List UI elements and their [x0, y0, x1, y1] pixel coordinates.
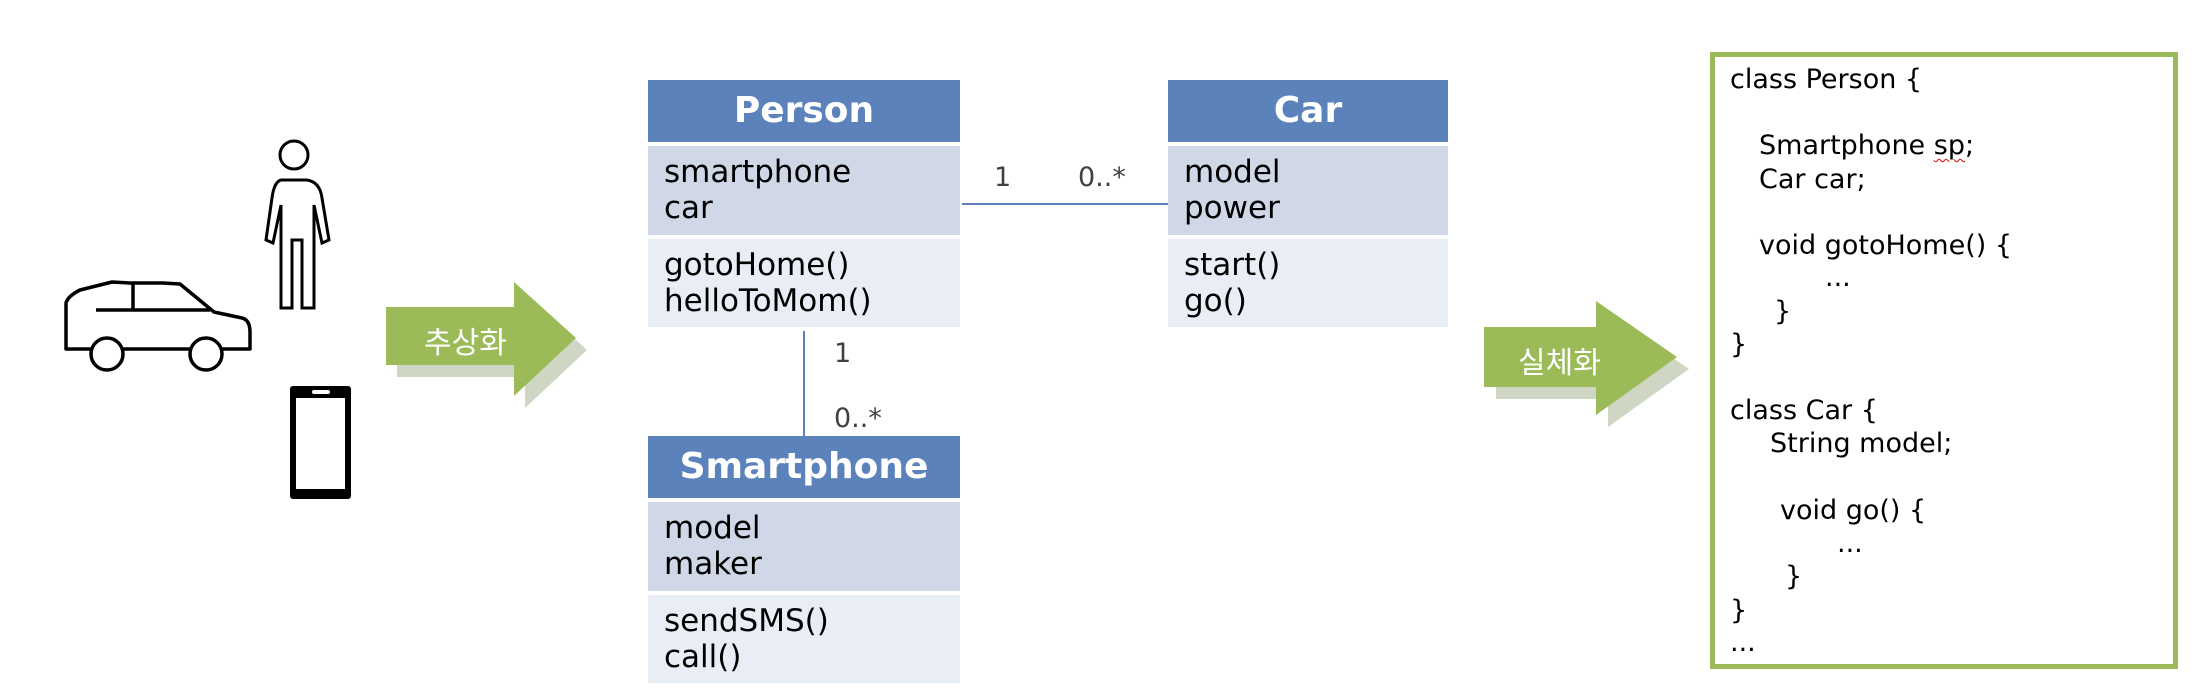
- realization-label: 실체화: [1518, 346, 1601, 381]
- attribute: smartphone: [664, 154, 852, 190]
- code-line: }: [1730, 595, 1748, 626]
- code-line: }: [1730, 329, 1748, 360]
- class-car: Car model power start() go(): [1168, 80, 1448, 327]
- class-car-attributes: model power: [1168, 146, 1448, 235]
- attribute: model: [1184, 154, 1281, 190]
- attribute: power: [1184, 190, 1280, 226]
- class-person-name: Person: [648, 80, 960, 142]
- class-smartphone-attributes: model maker: [648, 502, 960, 591]
- code-line: ...: [1825, 262, 1851, 293]
- operation: sendSMS(): [664, 603, 829, 639]
- attribute: car: [664, 190, 713, 226]
- class-smartphone: Smartphone model maker sendSMS() call(): [648, 436, 960, 683]
- car-icon: [64, 280, 252, 372]
- code-line: ...: [1837, 528, 1863, 559]
- code-token: ;: [1964, 130, 1975, 161]
- code-line: Smartphone sp;: [1759, 129, 1974, 162]
- class-car-name: Car: [1168, 80, 1448, 142]
- multiplicity-person-smartphone-source: 1: [834, 338, 852, 369]
- operation: start(): [1184, 247, 1281, 283]
- operation: gotoHome(): [664, 247, 850, 283]
- code-line: ...: [1730, 627, 1756, 658]
- person-icon: [264, 139, 331, 310]
- code-line: }: [1774, 296, 1792, 327]
- operation: go(): [1184, 283, 1247, 319]
- multiplicity-person-car-source: 1: [994, 162, 1012, 193]
- code-panel: class Person { Smartphone sp; Car car; v…: [1710, 52, 2178, 669]
- code-line: Car car;: [1759, 164, 1866, 195]
- attribute: maker: [664, 546, 762, 582]
- code-token: Smartphone: [1759, 130, 1934, 161]
- abstraction-label: 추상화: [424, 326, 507, 361]
- smartphone-icon: [290, 386, 351, 499]
- class-smartphone-operations: sendSMS() call(): [648, 595, 960, 683]
- code-line: String model;: [1770, 428, 1953, 459]
- code-line: void go() {: [1780, 495, 1927, 526]
- code-line: }: [1785, 561, 1803, 592]
- code-line: class Car {: [1730, 395, 1878, 426]
- class-person-attributes: smartphone car: [648, 146, 960, 235]
- code-line: void gotoHome() {: [1759, 230, 2013, 261]
- operation: call(): [664, 639, 742, 675]
- code-line: class Person {: [1730, 64, 1923, 95]
- multiplicity-person-smartphone-target: 0..*: [834, 403, 882, 434]
- class-smartphone-name: Smartphone: [648, 436, 960, 498]
- multiplicity-person-car-target: 0..*: [1078, 162, 1126, 193]
- operation: helloToMom(): [664, 283, 872, 319]
- class-car-operations: start() go(): [1168, 239, 1448, 327]
- class-person-operations: gotoHome() helloToMom(): [648, 239, 960, 327]
- attribute: model: [664, 510, 761, 546]
- class-person: Person smartphone car gotoHome() helloTo…: [648, 80, 960, 327]
- spelling-underlined-token: sp: [1933, 130, 1965, 161]
